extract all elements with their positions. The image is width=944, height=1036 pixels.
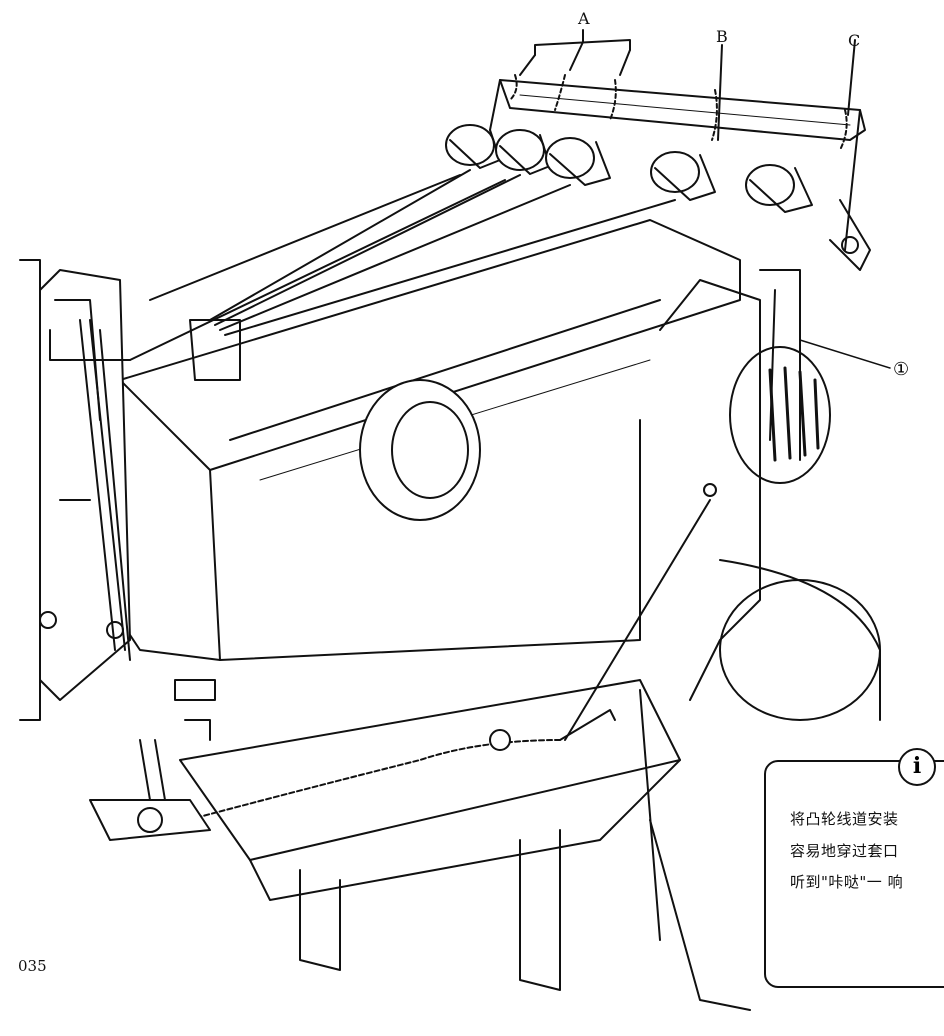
machine-arm bbox=[119, 219, 741, 471]
tension-dial-2 bbox=[495, 129, 551, 175]
tension-dial-4 bbox=[650, 151, 716, 201]
info-icon: i bbox=[898, 748, 936, 786]
label-b: B bbox=[716, 27, 728, 46]
presser-foot bbox=[89, 799, 211, 841]
take-up-disk bbox=[729, 346, 831, 484]
hand-wheel-cover bbox=[359, 379, 481, 521]
callout-1: ① bbox=[893, 359, 909, 380]
note-line-1: 将凸轮线道安装 bbox=[790, 810, 899, 828]
callout-1-leader bbox=[799, 339, 891, 369]
note-line-2: 容易地穿过套口 bbox=[790, 842, 899, 860]
machine-bed bbox=[179, 679, 681, 861]
tension-dial-5 bbox=[745, 164, 813, 213]
note-line-3: 听到"咔哒"一 响 bbox=[790, 873, 904, 891]
label-c: C bbox=[848, 31, 860, 50]
label-a: A bbox=[577, 9, 590, 28]
needle-head bbox=[39, 269, 131, 701]
page-number: 035 bbox=[18, 957, 47, 975]
tension-dial-1 bbox=[445, 124, 501, 169]
tension-dial-3 bbox=[545, 137, 611, 186]
note-box bbox=[764, 760, 944, 988]
